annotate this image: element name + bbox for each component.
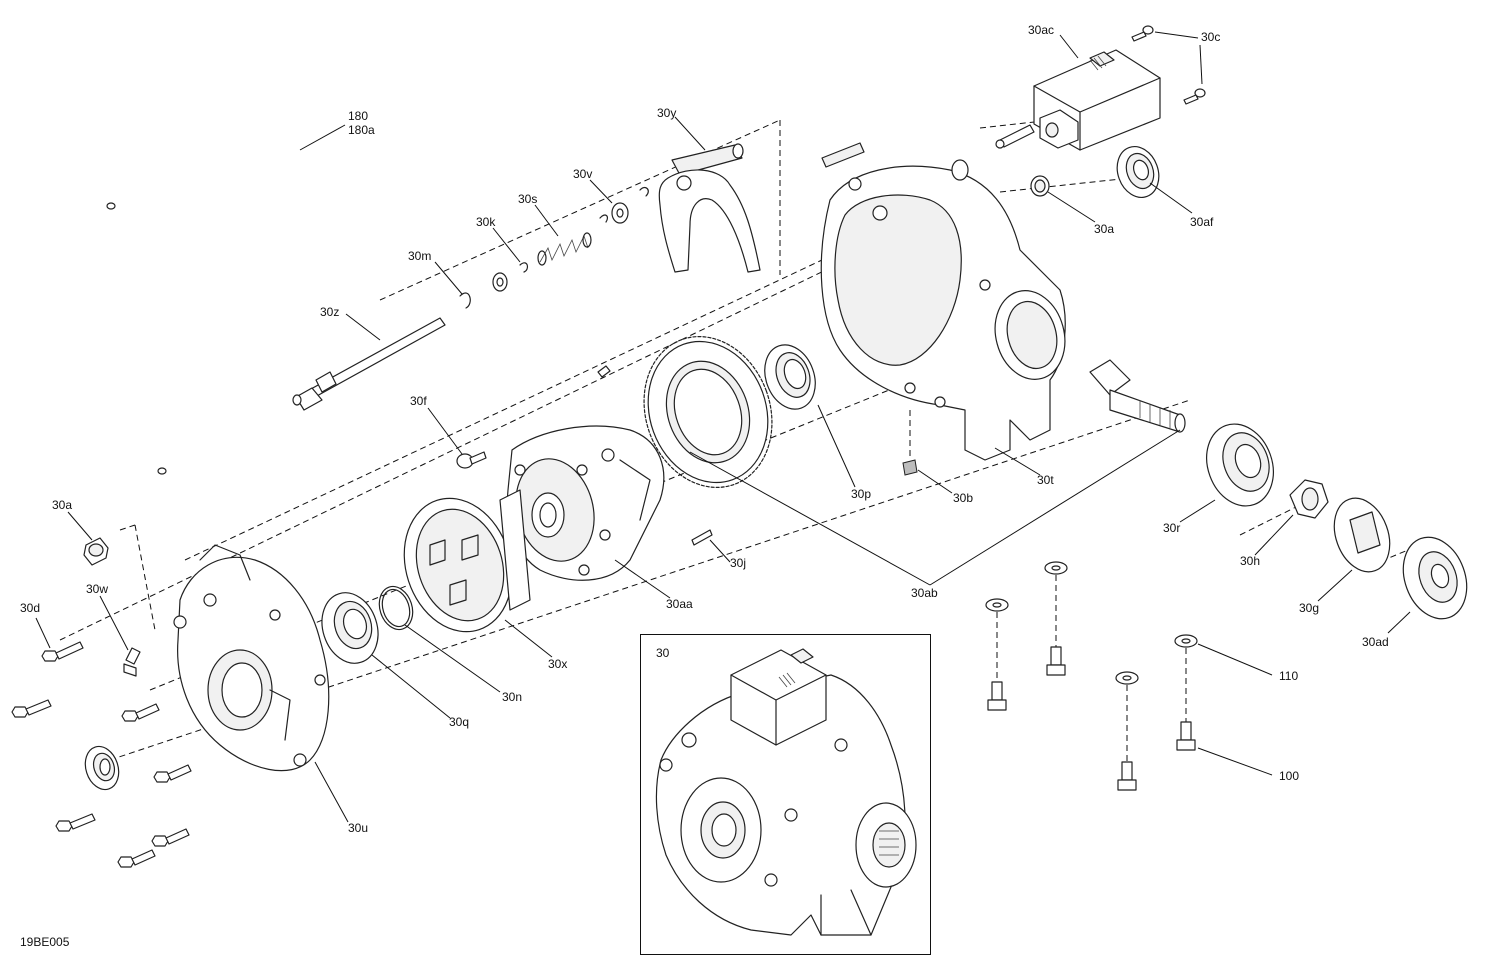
oil-seal-30ad [1402,536,1468,620]
assembled-view-inset [640,634,931,955]
callout-30v: 30v [573,167,593,181]
cover-bolts [11,641,192,868]
callout-30w: 30w [86,582,109,596]
shift-small-parts [459,186,649,309]
plug-30b [902,459,918,476]
breather-30w [123,647,141,677]
callout-30d: 30d [20,601,41,615]
callout-30s: 30s [518,192,538,206]
callout-180: 180 [348,109,369,123]
callout-30j: 30j [730,556,747,570]
callout-30y: 30y [657,106,677,120]
bolt-30f [456,451,487,469]
left-cover-30u [173,544,330,772]
callout-30q: 30q [449,715,470,729]
bearing-30r [1206,423,1274,507]
coupling-30g [1333,497,1391,573]
wire-harness-180 [106,84,298,475]
gasket-strip [821,142,865,168]
mounting-bolts-100-110 [985,561,1198,791]
callout-30z: 30z [320,305,340,319]
main-housing-30t [820,159,1066,461]
callout-30x: 30x [548,657,568,671]
callout-30n: 30n [502,690,523,704]
callout-180a: 180a [348,123,375,137]
callout-30p: 30p [851,487,872,501]
callout-30r: 30r [1163,521,1181,535]
bearing-30q [321,592,379,664]
callout-30f: 30f [410,394,427,408]
callout-30t: 30t [1037,473,1054,487]
callout-30m: 30m [408,249,432,263]
nut-30h [1289,479,1329,519]
callout-30c: 30c [1201,30,1221,44]
callout-30a-left: 30a [52,498,73,512]
callout-110: 110 [1279,669,1299,683]
callout-30h: 30h [1240,554,1261,568]
screws-30c [1131,25,1206,105]
callout-30b: 30b [953,491,974,505]
ring-gear [643,336,773,488]
o-ring-30n [378,585,414,631]
oil-seal-left [84,745,120,791]
callout-30k: 30k [476,215,496,229]
callout-30ac: 30ac [1028,23,1055,37]
callout-30ad: 30ad [1362,635,1389,649]
callout-30aa: 30aa [666,597,693,611]
callout-30g: 30g [1299,601,1320,615]
shift-shaft-30z [292,317,446,411]
pinion-shaft [1089,359,1186,433]
plug-30a-top [1030,175,1050,197]
inset-label: 30 [656,646,670,660]
shift-fork-30y [658,143,761,273]
assembled-transmission [655,648,917,936]
leader-lines [35,31,1411,823]
callout-30u: 30u [348,821,369,835]
callout-30af: 30af [1190,215,1214,229]
dowel-pins [597,365,713,546]
callout-30a-top: 30a [1094,222,1115,236]
diagram-code: 19BE005 [20,935,70,949]
differential-30aa [506,425,665,581]
bearing-30p [764,344,816,410]
drum-30x [403,489,531,633]
plug-30a-left [83,537,109,566]
actuator-30ac [995,49,1161,151]
callout-30ab: 30ab [911,586,938,600]
oil-seal-30af [1116,146,1160,198]
callout-100: 100 [1279,769,1300,783]
